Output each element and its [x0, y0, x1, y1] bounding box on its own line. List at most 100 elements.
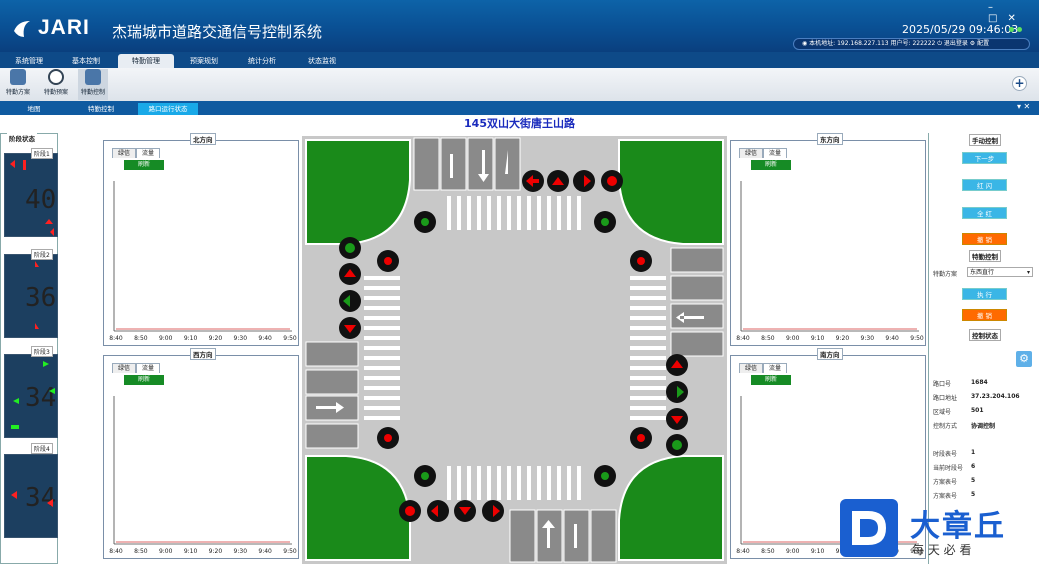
red-flash-button[interactable]: 红 闪 — [962, 179, 1007, 191]
window-controls[interactable]: –□✕ — [988, 2, 1026, 24]
x-tick-label: 9:30 — [234, 335, 248, 342]
phase-arrows-icon — [10, 160, 54, 236]
phase-card-3: 34 — [4, 354, 58, 438]
phase-countdown: 40 — [25, 185, 57, 215]
phase-card-1: 40 — [4, 153, 58, 237]
tool-special-preplan[interactable]: 特勤预案 — [41, 69, 71, 96]
manual-control-title: 手动控制 — [969, 134, 1001, 146]
status-label: 路口号 — [933, 381, 952, 388]
chart-tabs: 绿信流量 — [112, 148, 161, 158]
x-tick-label: 9:20 — [209, 335, 223, 342]
control-icon — [85, 69, 101, 85]
status-value: 1 — [971, 449, 976, 456]
x-tick-label: 9:40 — [258, 548, 272, 555]
control-status-title: 控制状态 — [969, 329, 1001, 341]
x-tick-label: 9:40 — [885, 335, 899, 342]
status-value: 37.23.204.106 — [971, 393, 1020, 400]
x-tick-label: 8:50 — [134, 548, 148, 555]
app-title: 杰瑞城市道路交通信号控制系统 — [112, 23, 323, 41]
status-label: 路口地址 — [933, 395, 958, 402]
x-tick-label: 9:30 — [234, 548, 248, 555]
tab-green[interactable]: 绿信 — [739, 363, 764, 373]
phase-label: 阶段4 — [31, 443, 53, 454]
status-value: 501 — [971, 407, 984, 414]
phase-label: 阶段1 — [31, 148, 53, 159]
status-label: 当前时段号 — [933, 465, 964, 472]
tab-green[interactable]: 绿信 — [112, 148, 137, 158]
add-button[interactable]: + — [1012, 76, 1027, 91]
all-red-button[interactable]: 全 红 — [962, 207, 1007, 219]
menu-item-plan[interactable]: 预案规划 — [190, 57, 218, 65]
x-tick-label: 9:00 — [159, 548, 173, 555]
refresh-button[interactable]: 刷新 — [124, 375, 164, 385]
manual-cancel-button[interactable]: 撤 销 — [962, 233, 1007, 245]
status-label: 方案表号 — [933, 493, 958, 500]
menu-item-special[interactable]: 特勤管理 — [118, 54, 174, 68]
x-tick-label: 9:50 — [910, 548, 924, 555]
phase-arrows-icon — [11, 491, 53, 507]
x-tick-label: 9:00 — [786, 548, 800, 555]
next-step-button[interactable]: 下一步 — [962, 152, 1007, 164]
refresh-button[interactable]: 刷新 — [751, 160, 791, 170]
tool-special-control[interactable]: 特勤控制 — [78, 69, 108, 100]
tab-menu-icon[interactable]: ▾ ✕ — [1017, 102, 1031, 111]
x-tick-label: 9:50 — [910, 335, 924, 342]
chart-title: 南方向 — [817, 348, 843, 360]
tab-special-control[interactable]: 特勤控制 — [88, 105, 114, 113]
special-scheme-select[interactable]: 东西直行▾ — [967, 267, 1033, 277]
x-tick-label: 8:50 — [761, 548, 775, 555]
special-cancel-button[interactable]: 撤 销 — [962, 309, 1007, 321]
status-value: 5 — [971, 477, 976, 484]
x-tick-label: 9:10 — [811, 548, 825, 555]
special-control-title: 特勤控制 — [969, 250, 1001, 262]
tab-green[interactable]: 绿信 — [739, 148, 764, 158]
refresh-button[interactable]: 刷新 — [124, 160, 164, 170]
x-tick-label: 9:50 — [283, 335, 297, 342]
chart-title: 西方向 — [190, 348, 216, 360]
x-tick-label: 8:40 — [736, 548, 750, 555]
x-tick-label: 9:50 — [283, 548, 297, 555]
status-dots — [1006, 26, 1032, 32]
menu-item-system[interactable]: 系统管理 — [15, 57, 43, 65]
tab-flow[interactable]: 流量 — [763, 148, 788, 158]
gear-icon[interactable]: ⚙ — [1016, 351, 1032, 367]
phase-countdown: 34 — [25, 383, 57, 413]
status-label: 方案表号 — [933, 479, 958, 486]
intersection-title: 145双山大街唐王山路 — [464, 117, 575, 130]
timer-icon — [48, 69, 64, 85]
chart-tabs: 绿信流量 — [112, 363, 161, 373]
execute-button[interactable]: 执 行 — [962, 288, 1007, 300]
x-tick-label: 9:00 — [786, 335, 800, 342]
tab-intersection-status[interactable]: 路口运行状态 — [138, 103, 198, 115]
phase-panel: 阶段状态 40 阶段1 36 阶段2 34 阶段3 34 阶段4 — [0, 133, 58, 564]
status-value: 6 — [971, 463, 976, 470]
special-scheme-label: 特勤方案 — [933, 271, 958, 278]
intersection-diagram — [302, 136, 727, 564]
tab-flow[interactable]: 流量 — [763, 363, 788, 373]
phase-arrows-icon — [35, 261, 39, 329]
chart-title: 东方向 — [817, 133, 843, 145]
tab-flow[interactable]: 流量 — [136, 363, 161, 373]
phase-arrows-icon — [11, 361, 55, 429]
menu-item-stats[interactable]: 统计分析 — [248, 57, 276, 65]
tab-green[interactable]: 绿信 — [112, 363, 137, 373]
toolbar: 特勤方案 特勤预案 特勤控制 — [0, 68, 1039, 101]
x-tick-label: 9:20 — [836, 335, 850, 342]
refresh-button[interactable]: 刷新 — [751, 375, 791, 385]
x-tick-label: 9:40 — [258, 335, 272, 342]
x-tick-label: 9:00 — [159, 335, 173, 342]
phase-label: 阶段3 — [31, 346, 53, 357]
tab-map[interactable]: 地图 — [27, 105, 41, 113]
menu-item-monitor[interactable]: 状态监视 — [308, 57, 336, 65]
tool-special-scheme[interactable]: 特勤方案 — [3, 69, 33, 96]
tab-flow[interactable]: 流量 — [136, 148, 161, 158]
menu-item-basic[interactable]: 基本控制 — [72, 57, 100, 65]
info-bar[interactable]: ◉ 本机地址: 192.168.227.113 用户号: 222222 ⏻ 退出… — [793, 38, 1030, 50]
x-tick-label: 9:30 — [861, 335, 875, 342]
phase-card-4: 34 — [4, 454, 58, 538]
chevron-down-icon: ▾ — [1026, 269, 1030, 276]
